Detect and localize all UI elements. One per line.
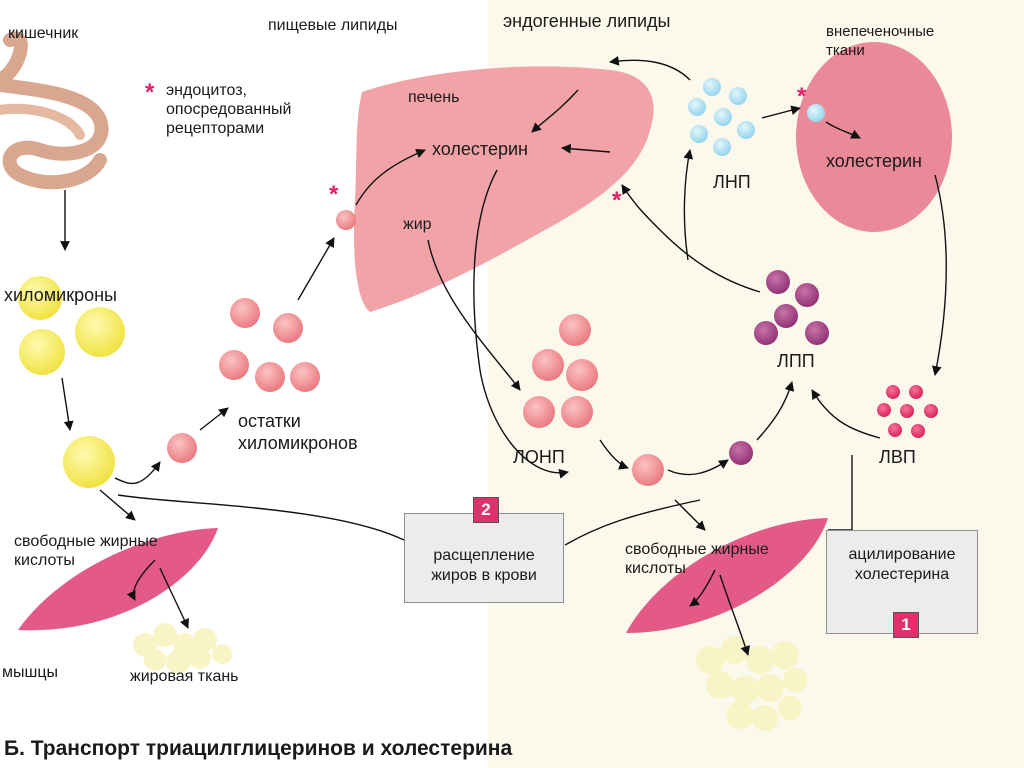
cholesterol-tissue-label: холестерин — [826, 151, 922, 171]
fat-label: жир — [403, 216, 432, 233]
extrahepatic-tissues-label: внепеченочные ткани — [826, 23, 935, 59]
muscle-left — [18, 528, 218, 631]
muscle-right — [626, 518, 828, 633]
lipolysis-text: расщепление жиров в крови — [431, 547, 537, 584]
flow-arrows — [60, 55, 947, 656]
adipose-label: жировая ткань — [130, 668, 239, 685]
liver-graphic — [353, 66, 654, 313]
ldl-endocytosis — [807, 104, 825, 122]
acylation-text: ацилирование холестерина — [848, 546, 956, 583]
remnant-endocytosis — [336, 210, 356, 230]
remnant-single — [167, 433, 197, 463]
intestine-label: кишечник — [8, 25, 79, 42]
idl-single — [729, 441, 753, 465]
endogenous-lipids-label: эндогенные липиды — [503, 11, 671, 31]
ffa-left-label: свободные жирные кислоты — [14, 533, 158, 569]
hdl-cluster — [877, 385, 938, 438]
dietary-lipids-label: пищевые липиды — [268, 17, 398, 34]
legend-text: эндоцитоз, опосредованный рецепторами — [166, 82, 292, 137]
legend-star-icon: * — [145, 79, 155, 106]
adipose-right — [696, 636, 807, 731]
chylomicrons-label: хиломикроны — [4, 285, 117, 305]
lipolysis-box: расщепление жиров в крови — [404, 513, 564, 603]
lipolysis-number-badge: 2 — [473, 497, 499, 523]
intestine-graphic — [0, 31, 109, 190]
idl-cluster — [754, 270, 829, 345]
liver-label: печень — [408, 89, 460, 106]
tissue-graphic — [796, 42, 952, 232]
adipose-left — [133, 623, 232, 674]
endocytosis-star-tissue: * — [797, 83, 807, 110]
acylation-number-badge: 1 — [893, 612, 919, 638]
hdl-label: ЛВП — [879, 447, 916, 467]
remnants-cluster — [219, 298, 320, 392]
endocytosis-star-remnant: * — [329, 181, 339, 208]
chylomicrons-cluster — [18, 276, 125, 375]
ldl-label: ЛНП — [713, 172, 751, 192]
figure-caption: Б. Транспорт триацилглицеринов и холесте… — [4, 737, 513, 760]
chylomicron-single — [63, 436, 115, 488]
ffa-right-label: свободные жирные кислоты — [625, 541, 769, 577]
remnants-label: остатки хиломикронов — [238, 411, 358, 453]
cholesterol-liver-label: холестерин — [432, 139, 528, 159]
idl-label: ЛПП — [777, 351, 815, 371]
vldl-cluster — [523, 314, 598, 428]
vldl-label: ЛОНП — [513, 447, 565, 467]
endocytosis-star-liver: * — [612, 187, 622, 214]
vldl-single — [632, 454, 664, 486]
ldl-cluster — [688, 78, 755, 156]
muscles-label: мышцы — [2, 664, 58, 681]
